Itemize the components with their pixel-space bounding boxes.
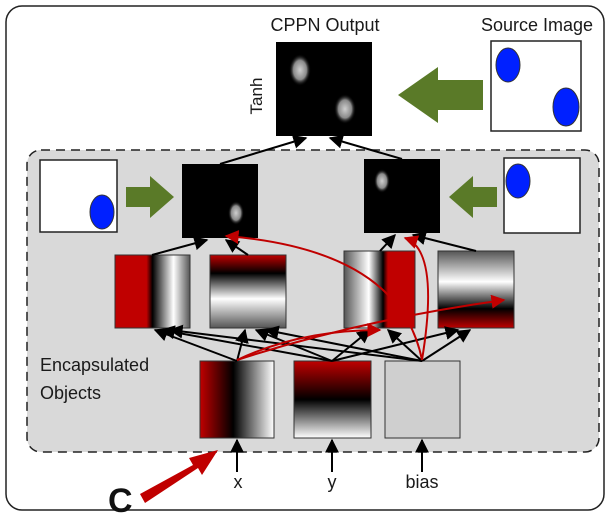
green-arrow-left — [126, 176, 174, 218]
encapsulated-objects-label-line1: Encapsulated — [40, 355, 149, 375]
object-output-left — [182, 164, 258, 238]
input-label-x: x — [234, 472, 243, 492]
object-source-right — [503, 157, 581, 234]
object-output-right — [364, 159, 440, 233]
source-image-label: Source Image — [481, 15, 593, 35]
input-label-bias: bias — [405, 472, 438, 492]
red-edges — [224, 230, 506, 361]
tanh-label: Tanh — [247, 78, 266, 115]
input-node-x — [199, 360, 275, 439]
c-label: C — [108, 482, 133, 514]
green-arrow-source-to-output — [398, 67, 483, 123]
object-source-left — [39, 159, 118, 233]
source-image — [490, 40, 582, 132]
hidden-node-4 — [437, 250, 515, 329]
green-arrow-right — [449, 176, 497, 218]
input-node-bias — [384, 360, 461, 439]
input-label-y: y — [328, 472, 337, 492]
cppn-output-title: CPPN Output — [270, 15, 379, 35]
encapsulated-objects-label-line2: Objects — [40, 383, 101, 403]
hidden-node-2 — [209, 254, 287, 329]
c-red-arrow — [140, 450, 218, 503]
input-node-y — [293, 360, 372, 439]
cppn-output-image — [276, 42, 372, 136]
hidden-node-1 — [114, 254, 191, 329]
